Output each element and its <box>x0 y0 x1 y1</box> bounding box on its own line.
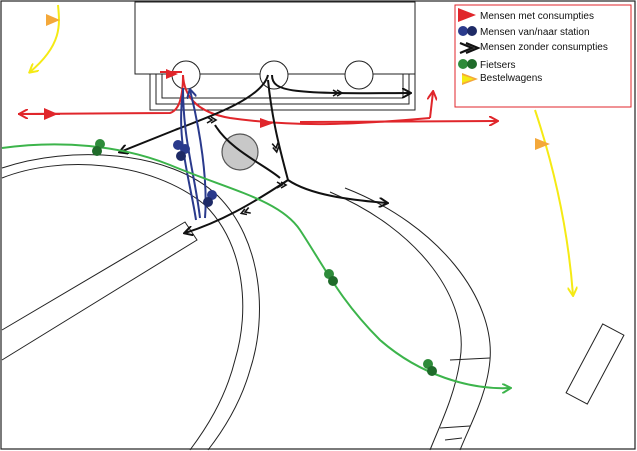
door-circle-1 <box>171 60 201 90</box>
people-without-consumptions-routes <box>120 74 410 233</box>
roundabout-structure <box>1 154 491 451</box>
blue-people-icon <box>458 26 477 36</box>
delivery-van-icons <box>46 14 550 150</box>
yellow-arrow-icon <box>462 73 478 85</box>
delivery-van-routes <box>30 4 573 295</box>
black-arrow-icon <box>459 41 481 55</box>
legend-label-cyclists: Fietsers <box>480 60 516 71</box>
legend-box <box>454 4 632 108</box>
station-people-icons <box>173 140 217 207</box>
cyclist-icons <box>92 139 437 376</box>
cyclist-route <box>1 143 510 388</box>
green-bikes-icon <box>458 59 477 69</box>
legend-label-no-consumptions: Mensen zonder consumpties <box>480 42 608 53</box>
legend-label-delivery-vans: Bestelwagens <box>480 73 542 84</box>
red-person-icons <box>44 69 274 128</box>
kiosk-box <box>565 323 625 405</box>
legend-label-station: Mensen van/naar station <box>480 27 590 38</box>
door-circle-3 <box>344 60 374 90</box>
legend: Mensen met consumpties Mensen van/naar s… <box>454 4 632 108</box>
legend-label-consumptions: Mensen met consumpties <box>480 11 594 22</box>
red-arrow-icon <box>458 8 476 22</box>
door-circle-2 <box>259 60 289 90</box>
building <box>134 1 416 111</box>
